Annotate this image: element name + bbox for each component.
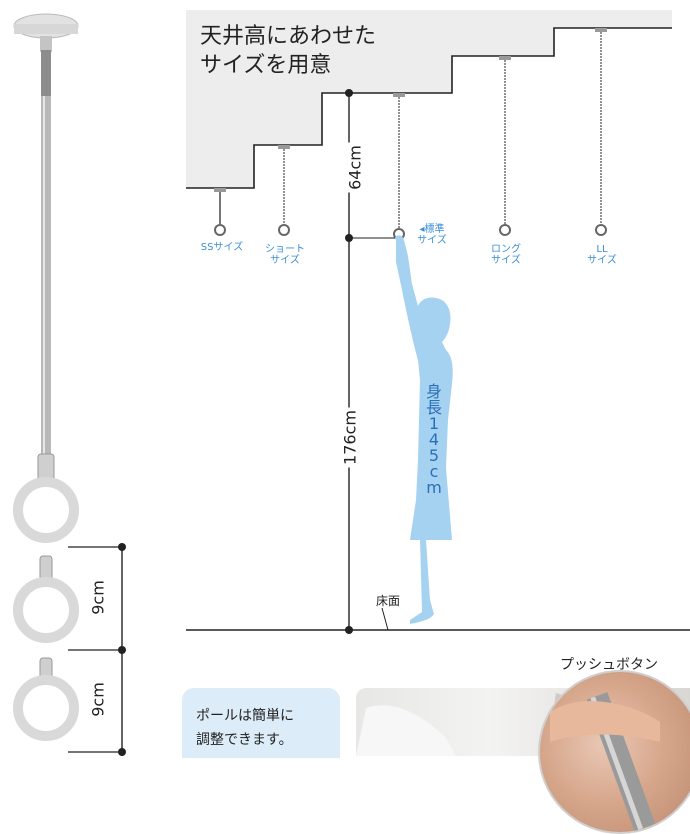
ceiling-title-line2: サイズを用意 xyxy=(200,53,332,78)
info-line2: 調整できます。 xyxy=(196,732,293,748)
push-button-label: プッシュボタン xyxy=(560,657,658,673)
push-button-zoom xyxy=(538,670,690,834)
floor-label: 床面 xyxy=(376,594,401,608)
reach-height-label: 176cm xyxy=(340,407,360,468)
pole-long xyxy=(499,56,511,236)
pole-ss xyxy=(214,188,226,236)
size-label-ll: LL サイズ xyxy=(587,244,617,266)
size-label-long: ロング サイズ xyxy=(491,244,521,266)
size-label-short: ショート サイズ xyxy=(265,244,305,266)
pole-short xyxy=(278,145,290,236)
ceiling-diagram xyxy=(13,10,690,756)
ceiling-title-line1: 天井高にあわせた xyxy=(200,24,377,49)
size-label-ss: SSサイズ xyxy=(200,242,244,253)
pole-standard xyxy=(393,93,405,240)
info-line1: ポールは簡単に xyxy=(196,708,294,724)
person-silhouette xyxy=(395,235,453,624)
ring-step1-label: 9cm xyxy=(88,580,108,615)
ceiling-title: 天井高にあわせた サイズを用意 xyxy=(200,22,376,80)
stepped-ceiling xyxy=(186,10,672,188)
ceiling-outline xyxy=(186,27,672,189)
info-box: ポールは簡単に 調整できます。 xyxy=(182,688,340,758)
ring-step2-label: 9cm xyxy=(88,682,108,717)
product-pole xyxy=(13,13,79,741)
pole-length-label: 64cm xyxy=(345,142,365,193)
size-label-standard: ◂標準 サイズ xyxy=(417,224,447,246)
pole-ll xyxy=(595,28,607,236)
